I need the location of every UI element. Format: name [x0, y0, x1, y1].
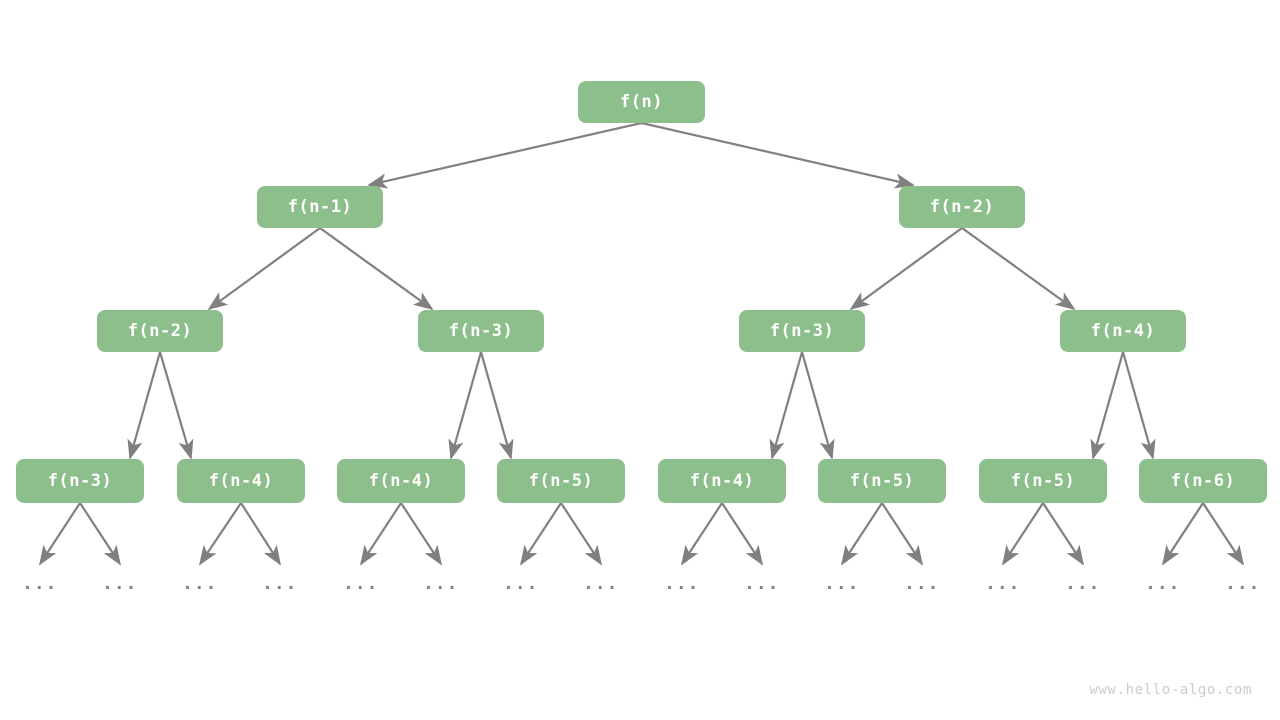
- tree-node-label: f(n-3): [448, 321, 514, 341]
- tree-ellipsis-e3: ...: [262, 574, 298, 594]
- tree-node-label: f(n-6): [1170, 471, 1236, 491]
- tree-ellipsis-e6: ...: [503, 574, 539, 594]
- tree-node-n8: f(n-4): [177, 459, 305, 503]
- tree-node-n4: f(n-3): [418, 310, 544, 352]
- tree-ellipsis-e4: ...: [343, 574, 379, 594]
- tree-ellipsis-e5: ...: [423, 574, 459, 594]
- tree-node-label: f(n-5): [528, 471, 594, 491]
- tree-ellipsis-e2: ...: [182, 574, 218, 594]
- tree-node-n12: f(n-5): [818, 459, 946, 503]
- tree-node-n0: f(n): [578, 81, 705, 123]
- tree-node-label: f(n-1): [287, 197, 353, 217]
- watermark-text: www.hello-algo.com: [1089, 682, 1252, 698]
- tree-node-n13: f(n-5): [979, 459, 1107, 503]
- tree-ellipsis-e10: ...: [824, 574, 860, 594]
- tree-node-n14: f(n-6): [1139, 459, 1267, 503]
- tree-ellipsis-e8: ...: [664, 574, 700, 594]
- tree-ellipsis-e13: ...: [1065, 574, 1101, 594]
- tree-node-n10: f(n-5): [497, 459, 625, 503]
- tree-node-label: f(n-3): [47, 471, 113, 491]
- tree-ellipsis-e12: ...: [985, 574, 1021, 594]
- tree-ellipsis-e1: ...: [102, 574, 138, 594]
- tree-ellipsis-e0: ...: [22, 574, 58, 594]
- tree-node-label: f(n): [620, 92, 663, 112]
- tree-node-label: f(n-4): [1090, 321, 1156, 341]
- tree-ellipsis-e9: ...: [744, 574, 780, 594]
- tree-node-label: f(n-4): [368, 471, 434, 491]
- tree-node-label: f(n-2): [127, 321, 193, 341]
- tree-node-n6: f(n-4): [1060, 310, 1186, 352]
- tree-ellipsis-e11: ...: [904, 574, 940, 594]
- tree-ellipsis-e7: ...: [583, 574, 619, 594]
- tree-node-n2: f(n-2): [899, 186, 1025, 228]
- tree-node-label: f(n-5): [1010, 471, 1076, 491]
- tree-ellipsis-e14: ...: [1145, 574, 1181, 594]
- tree-node-label: f(n-4): [208, 471, 274, 491]
- tree-node-n3: f(n-2): [97, 310, 223, 352]
- tree-node-n7: f(n-3): [16, 459, 144, 503]
- tree-node-n9: f(n-4): [337, 459, 465, 503]
- tree-node-n1: f(n-1): [257, 186, 383, 228]
- tree-node-label: f(n-3): [769, 321, 835, 341]
- tree-node-label: f(n-5): [849, 471, 915, 491]
- tree-ellipsis-e15: ...: [1225, 574, 1261, 594]
- tree-node-n5: f(n-3): [739, 310, 865, 352]
- tree-node-label: f(n-4): [689, 471, 755, 491]
- tree-node-label: f(n-2): [929, 197, 995, 217]
- tree-node-n11: f(n-4): [658, 459, 786, 503]
